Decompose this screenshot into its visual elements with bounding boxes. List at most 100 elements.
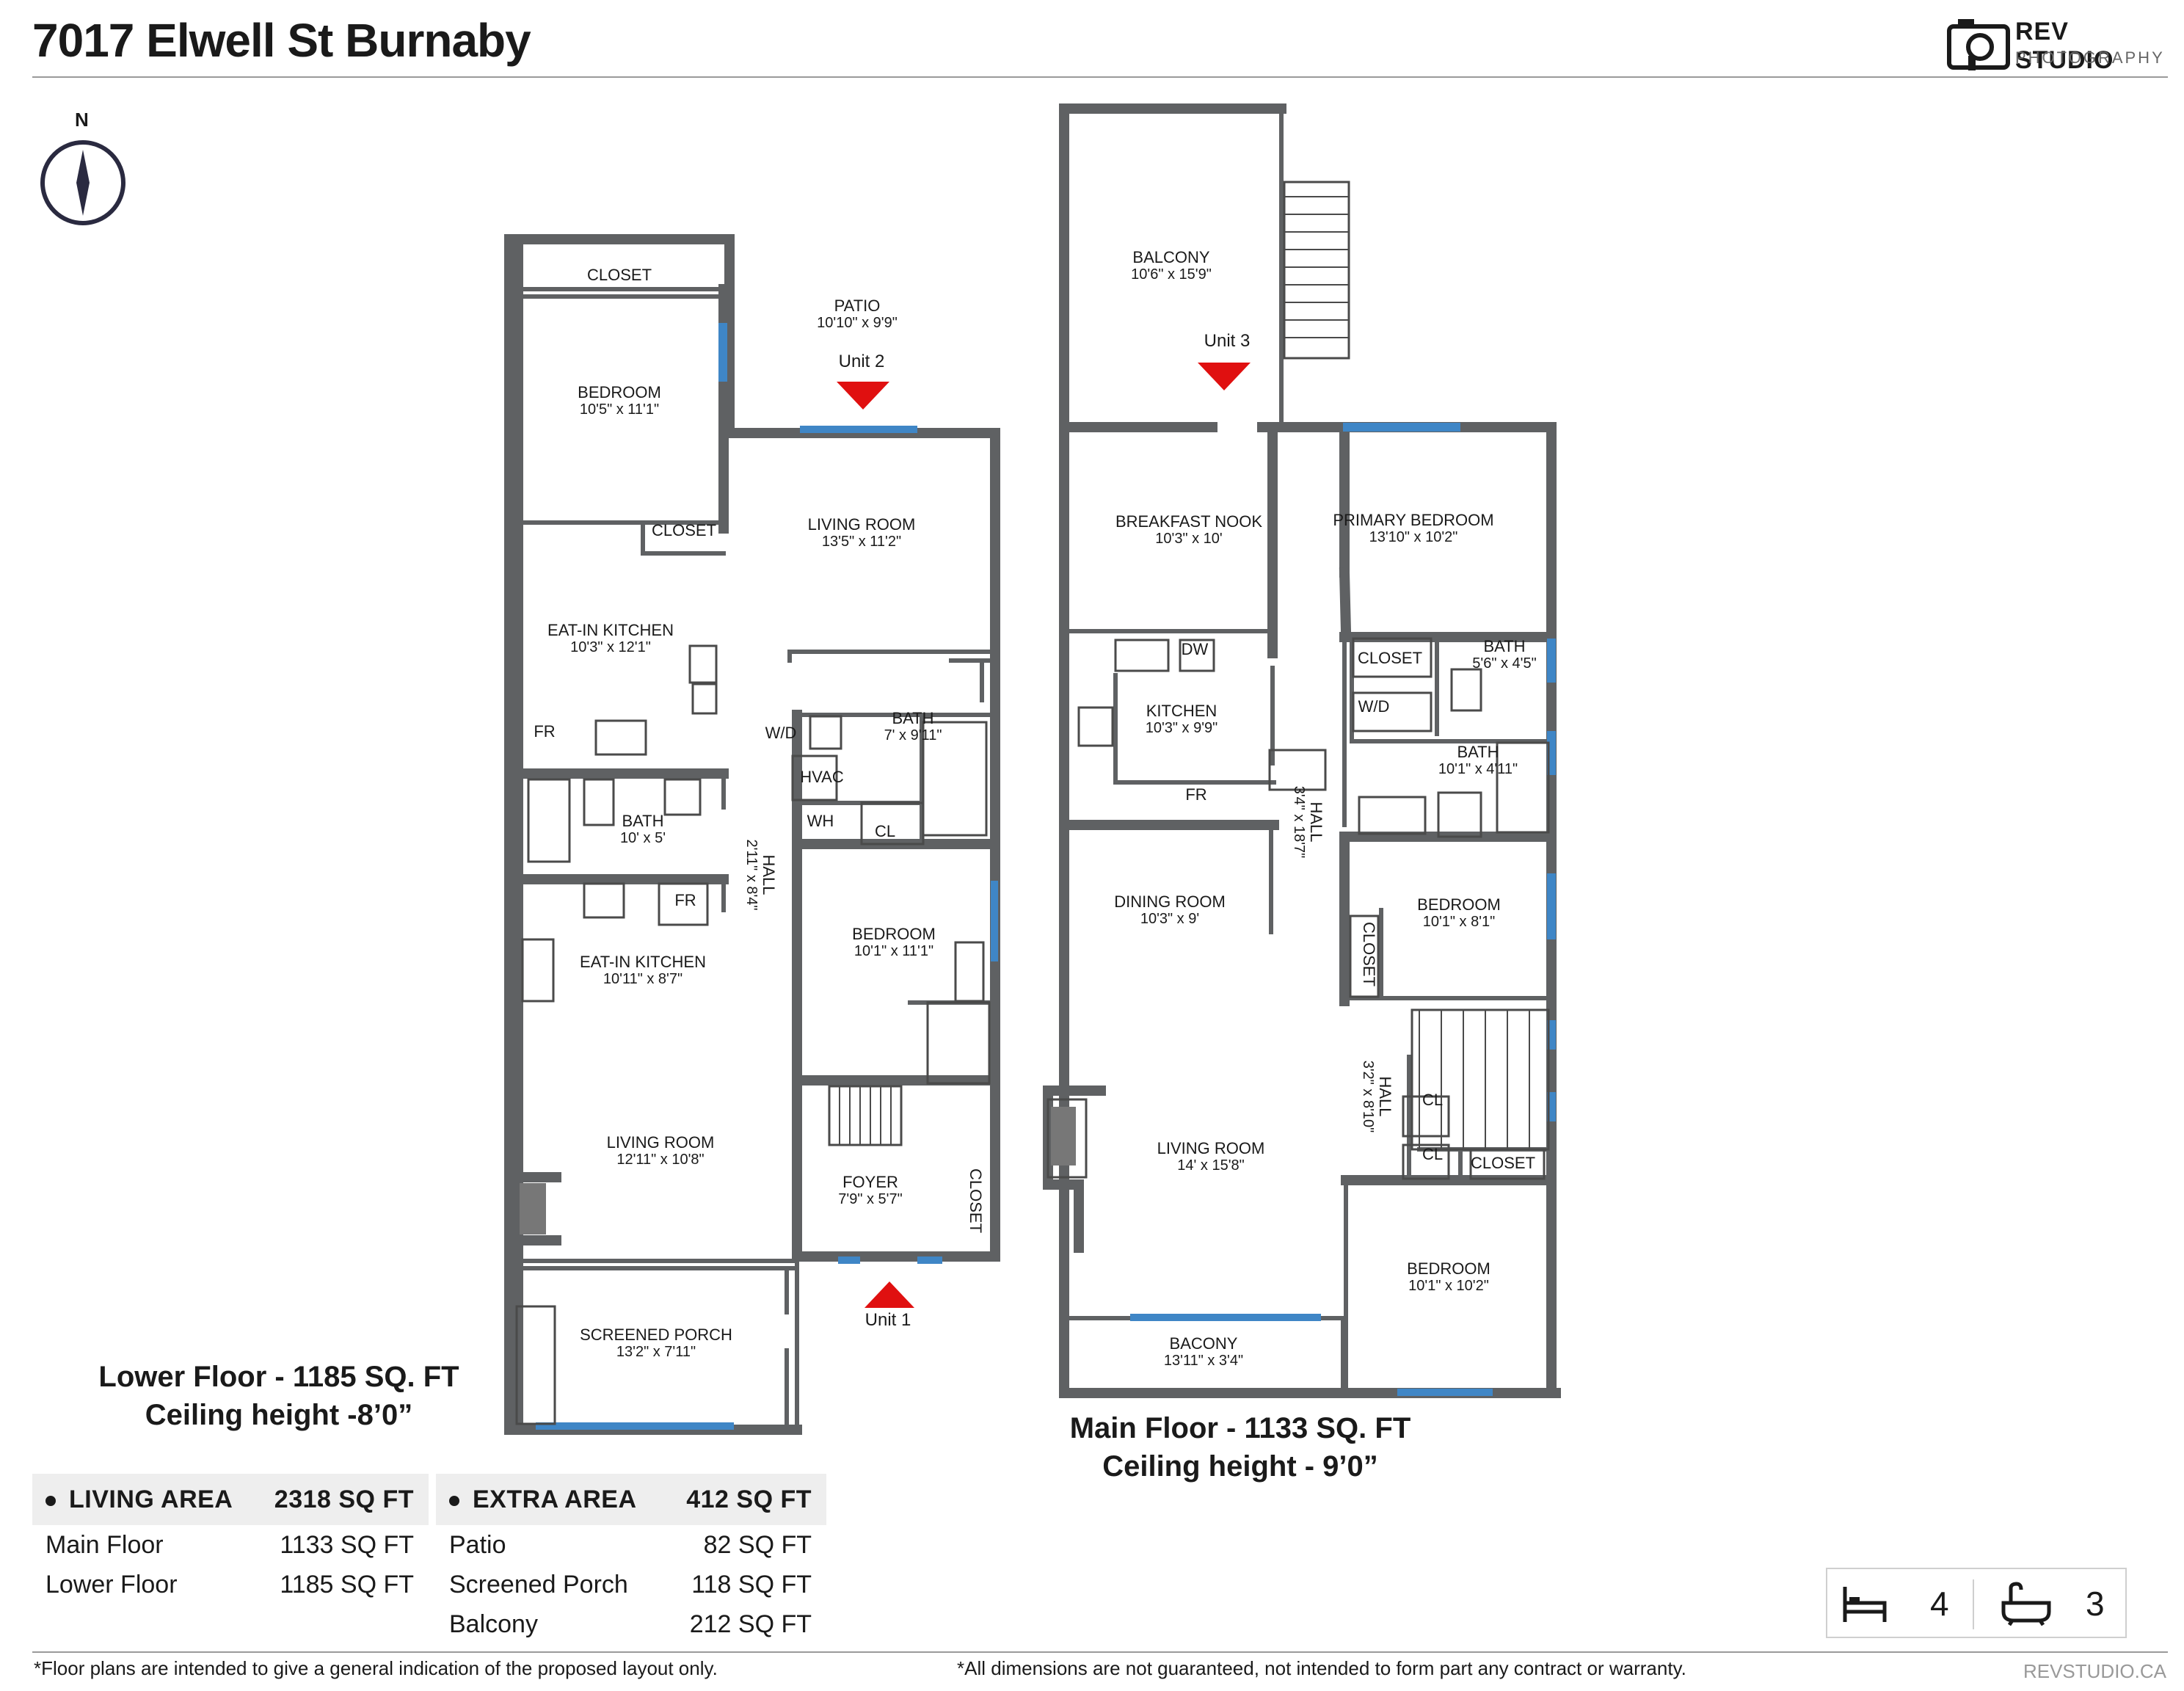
room-name: CLOSET <box>1471 1154 1535 1172</box>
row-value: 1185 SQ FT <box>280 1570 414 1599</box>
room-label-closet-2: CLOSET <box>652 521 716 539</box>
room-name: Unit 1 <box>865 1310 911 1330</box>
footer-disclaimer-center: *All dimensions are not guaranteed, not … <box>957 1657 1686 1679</box>
window <box>536 1422 734 1430</box>
north-label: N <box>75 109 89 131</box>
room-name: CL <box>1422 1091 1443 1109</box>
room-name: BEDROOM <box>1407 1259 1490 1278</box>
fixture <box>515 1305 556 1425</box>
walls <box>504 103 1561 1435</box>
room-name: Unit 3 <box>1204 331 1251 351</box>
room-dimensions: 14' x 15'8" <box>1177 1157 1244 1174</box>
room-name: EAT-IN KITCHEN <box>547 621 674 639</box>
wall-segment <box>1339 567 1352 637</box>
room-name: BACONY <box>1170 1334 1238 1353</box>
main-floor-caption: Main Floor - 1133 SQ. FT Ceiling height … <box>1042 1409 1438 1485</box>
room-dimensions: 10'11" x 8'7" <box>603 971 682 987</box>
room-name: W/D <box>765 724 797 742</box>
footer-divider <box>32 1651 2168 1653</box>
compass-icon <box>40 140 125 225</box>
fixture <box>1283 181 1350 360</box>
fixtures <box>515 181 1550 1425</box>
room-label-unit2: Unit 2 <box>839 352 885 371</box>
room-name: HALL <box>1376 1076 1394 1116</box>
room-dimensions: 10'1" x 4'11" <box>1438 761 1518 777</box>
fireplace <box>1051 1107 1076 1165</box>
unit-marker-icon <box>837 382 889 410</box>
main-floor-area: Main Floor - 1133 SQ. FT <box>1069 1412 1411 1444</box>
lower-floor-area: Lower Floor - 1185 SQ. FT <box>98 1361 459 1393</box>
fixture <box>527 778 571 863</box>
fixture <box>1179 639 1215 672</box>
room-label-closet-m3: CLOSET <box>1471 1154 1535 1172</box>
room-name: PRIMARY BEDROOM <box>1333 511 1493 529</box>
bedroom-count: 4 <box>1930 1585 1949 1623</box>
room-label-closet-top: CLOSET <box>587 266 652 284</box>
room-dimensions: 10'3" x 10' <box>1155 531 1222 547</box>
window <box>1343 423 1460 432</box>
window <box>800 426 917 433</box>
window <box>1547 873 1556 939</box>
room-name: FR <box>1185 785 1206 804</box>
header-divider <box>32 76 2168 78</box>
fireplace <box>520 1183 546 1234</box>
room-dimensions: 10'6" x 15'9" <box>1131 266 1212 283</box>
fixture <box>594 719 647 756</box>
room-name: CLOSET <box>652 521 716 539</box>
fixture <box>1114 639 1170 672</box>
fixture <box>1358 796 1427 835</box>
fixture <box>1077 706 1114 747</box>
room-label-cl-m1: CL <box>1422 1091 1443 1109</box>
fixture <box>1450 668 1482 712</box>
room-dimensions: 13'5" x 11'2" <box>822 534 901 550</box>
room-name: CLOSET <box>1358 649 1422 667</box>
main-floor-ceiling: Ceiling height - 9’0” <box>1102 1450 1378 1483</box>
row-name: Main Floor <box>46 1530 164 1559</box>
window <box>991 881 998 961</box>
living-area-total: 2318 SQ FT <box>274 1485 414 1513</box>
row-value: 1133 SQ FT <box>280 1530 414 1559</box>
room-dimensions: 12'11" x 10'8" <box>616 1152 704 1168</box>
fixture <box>1402 1095 1450 1138</box>
room-name: KITCHEN <box>1146 702 1217 720</box>
brand-logo: REV STUDIO PHOTOGRAPHY <box>1946 15 2166 74</box>
room-name: DW <box>1182 640 1209 658</box>
north-compass: N <box>37 109 132 233</box>
room-name: Unit 2 <box>839 352 885 371</box>
room-label-wd-1: W/D <box>765 724 797 742</box>
footer-disclaimer-left: *Floor plans are intended to give a gene… <box>34 1657 718 1679</box>
room-name: PATIO <box>834 297 881 315</box>
room-name: CLOSET <box>1360 922 1378 986</box>
room-name: SCREENED PORCH <box>580 1325 732 1344</box>
row-name: Screened Porch <box>449 1570 628 1599</box>
row-value: 82 SQ FT <box>703 1530 812 1559</box>
room-dimensions: 13'2" x 7'11" <box>616 1344 696 1360</box>
fixture <box>926 1001 991 1085</box>
brand-sub: PHOTOGRAPHY <box>2015 48 2165 67</box>
room-dimensions: 7' x 9'11" <box>884 727 942 743</box>
room-label-wh: WH <box>807 812 834 830</box>
room-name: HALL <box>1307 801 1325 842</box>
window <box>1547 639 1556 683</box>
row-name: Balcony <box>449 1610 538 1638</box>
fixture <box>521 938 555 1003</box>
room-label-hvac: HVAC <box>800 768 844 786</box>
room-label-closet-m1: CLOSET <box>1358 649 1422 667</box>
room-name: HALL <box>760 854 778 895</box>
room-dimensions: 3'2" x 8'10" <box>1360 1061 1376 1133</box>
room-name: CLOSET <box>967 1168 985 1233</box>
room-dimensions: 10'3" x 9'9" <box>1146 720 1218 736</box>
